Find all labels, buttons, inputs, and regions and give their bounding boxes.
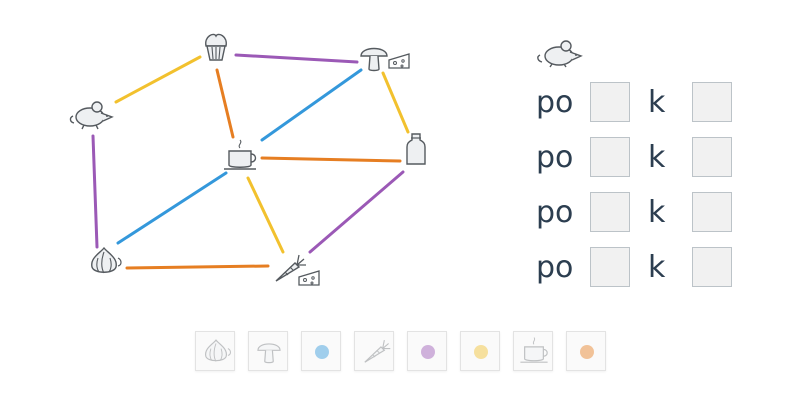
word-middle: k	[648, 250, 666, 285]
answer-slot[interactable]	[692, 82, 732, 122]
tray-tile-color[interactable]	[460, 331, 500, 371]
tray-tile-color[interactable]	[301, 331, 341, 371]
tray-tile-color[interactable]	[566, 331, 606, 371]
answer-row: po k	[530, 247, 760, 291]
edge-garlic-carrot	[125, 264, 270, 270]
answer-slot[interactable]	[590, 137, 630, 177]
edge-mouse-cupcake	[114, 55, 202, 104]
color-dot	[580, 345, 594, 359]
cheese-icon	[388, 53, 410, 69]
edge-cup-bottle	[260, 156, 402, 163]
word-prefix: po	[536, 85, 574, 120]
bottle-icon	[406, 133, 426, 165]
edge-cup-carrot	[246, 176, 285, 254]
answer-row: po k	[530, 192, 760, 236]
mouse-icon	[69, 101, 114, 130]
cup-icon	[520, 337, 548, 363]
edge-mushroom-cup	[260, 68, 363, 142]
answer-slot[interactable]	[692, 247, 732, 287]
color-dot	[474, 345, 488, 359]
answer-slot[interactable]	[590, 247, 630, 287]
color-dot	[421, 345, 435, 359]
answer-slot[interactable]	[692, 137, 732, 177]
word-middle: k	[648, 195, 666, 230]
answer-slot[interactable]	[590, 192, 630, 232]
carrot-icon	[275, 254, 306, 282]
mouse-icon	[537, 40, 583, 68]
edge-bottle-carrot	[308, 170, 405, 254]
tray-tile-carrot[interactable]	[354, 331, 394, 371]
mushroom-icon	[360, 47, 388, 72]
edge-cupcake-mushroom	[234, 53, 359, 64]
answer-row: po k	[530, 137, 760, 181]
garlic-icon	[205, 339, 231, 362]
word-prefix: po	[536, 195, 574, 230]
garlic-icon	[91, 246, 122, 274]
word-middle: k	[648, 85, 666, 120]
tray-tile-garlic[interactable]	[195, 331, 235, 371]
answer-row: po k	[530, 82, 760, 126]
color-dot	[315, 345, 329, 359]
edge-mushroom-bottle	[381, 71, 410, 134]
cup-icon	[224, 139, 257, 170]
tray-tile-color[interactable]	[407, 331, 447, 371]
edge-cup-garlic	[116, 171, 228, 245]
word-prefix: po	[536, 250, 574, 285]
mushroom-icon	[257, 343, 281, 364]
carrot-icon	[364, 339, 391, 363]
edge-cupcake-cup	[215, 68, 235, 139]
answer-slot[interactable]	[692, 192, 732, 232]
cupcake-icon	[205, 33, 227, 61]
tile-tray	[195, 331, 615, 377]
answer-slot[interactable]	[590, 82, 630, 122]
edge-mouse-garlic	[91, 134, 99, 249]
tray-tile-cup[interactable]	[513, 331, 553, 371]
cheese-icon	[298, 270, 320, 286]
word-prefix: po	[536, 140, 574, 175]
tray-tile-mushroom[interactable]	[248, 331, 288, 371]
word-middle: k	[648, 140, 666, 175]
answer-panel: po k po k po k po k	[530, 30, 760, 300]
